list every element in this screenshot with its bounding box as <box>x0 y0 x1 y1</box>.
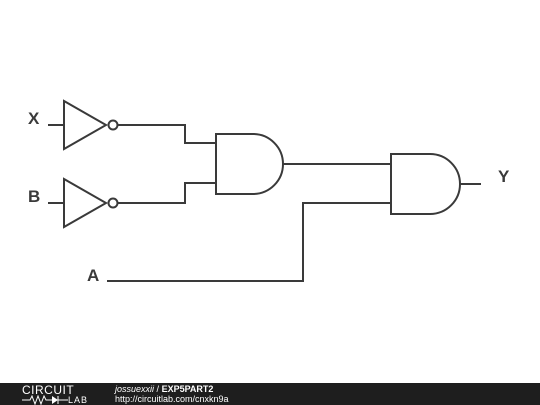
not-gate-b <box>63 177 119 229</box>
credit-separator: / <box>156 384 160 394</box>
circuit-title[interactable]: EXP5PART2 <box>161 384 214 394</box>
input-label-b: B <box>28 187 40 206</box>
and-gate-1 <box>215 133 284 195</box>
input-label-a: A <box>87 266 99 285</box>
not-gate-x <box>63 99 119 151</box>
circuit-url-link[interactable]: http://circuitlab.com/cnxkn9a <box>115 394 229 404</box>
output-label-y: Y <box>498 167 510 186</box>
author-name[interactable]: jossuexxii <box>115 384 155 394</box>
input-label-x: X <box>28 109 40 128</box>
logic-circuit-schematic: X B A Y <box>28 99 510 285</box>
wire-not-b-to-and1 <box>117 182 216 204</box>
and-gate-2 <box>390 153 461 215</box>
wire-not-x-to-and1 <box>117 124 216 144</box>
circuitlab-logo: CIRCUIT LAB <box>22 384 102 405</box>
credit-line: jossuexxii / EXP5PART2 <box>115 384 213 394</box>
logo-text-circuit: CIRCUIT <box>22 383 75 397</box>
wire-a-to-and2 <box>107 202 391 282</box>
resistor-diode-icon <box>22 395 68 405</box>
footer-bar: CIRCUIT LAB jossuexxii / EXP5PART2 http:… <box>0 383 540 405</box>
logo-text-lab: LAB <box>68 395 89 405</box>
